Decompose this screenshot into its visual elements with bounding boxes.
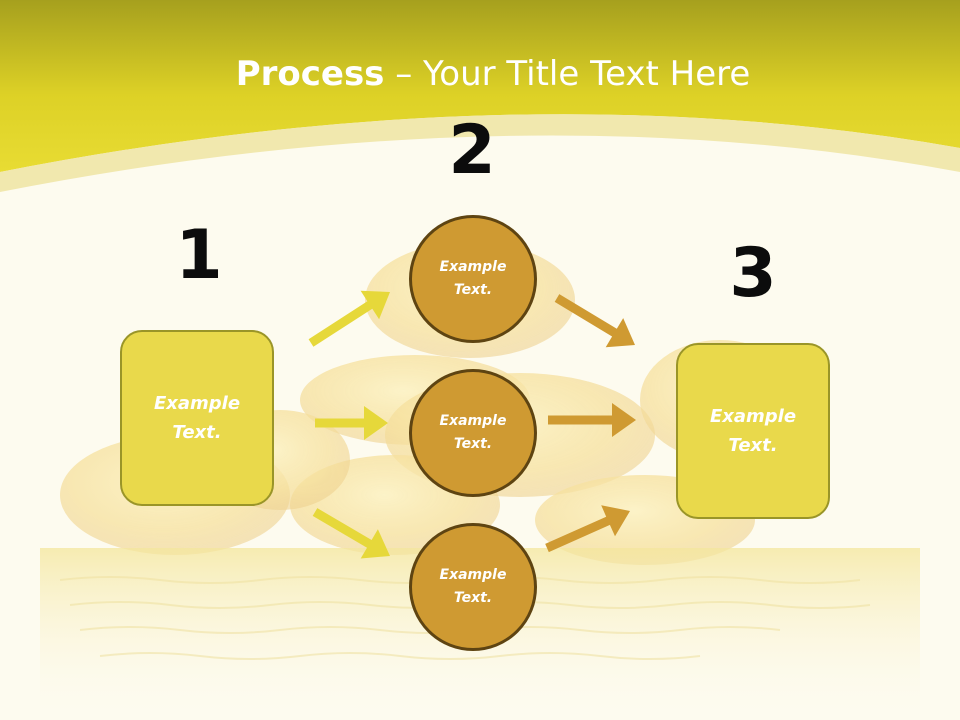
circle-top-label: Example Text.: [439, 259, 507, 298]
step-2-circle-middle[interactable]: Example Text.: [409, 369, 537, 497]
slide-title: Process – Your Title Text Here: [0, 52, 960, 96]
title-bold: Process: [235, 54, 385, 94]
step-3-box[interactable]: Example Text.: [676, 343, 830, 519]
step-2-circle-top[interactable]: Example Text.: [409, 215, 537, 343]
step-3-number: 3: [729, 234, 777, 313]
step-2-circle-bottom[interactable]: Example Text.: [409, 523, 537, 651]
step-1-label: Example Text.: [153, 393, 241, 443]
step-2-number: 2: [448, 111, 496, 190]
title-rest: – Your Title Text Here: [384, 54, 751, 94]
circle-middle-label: Example Text.: [439, 413, 507, 452]
step-1-box[interactable]: Example Text.: [120, 330, 274, 506]
step-3-label: Example Text.: [709, 406, 797, 456]
step-1-number: 1: [175, 216, 223, 295]
circle-bottom-label: Example Text.: [439, 567, 507, 606]
